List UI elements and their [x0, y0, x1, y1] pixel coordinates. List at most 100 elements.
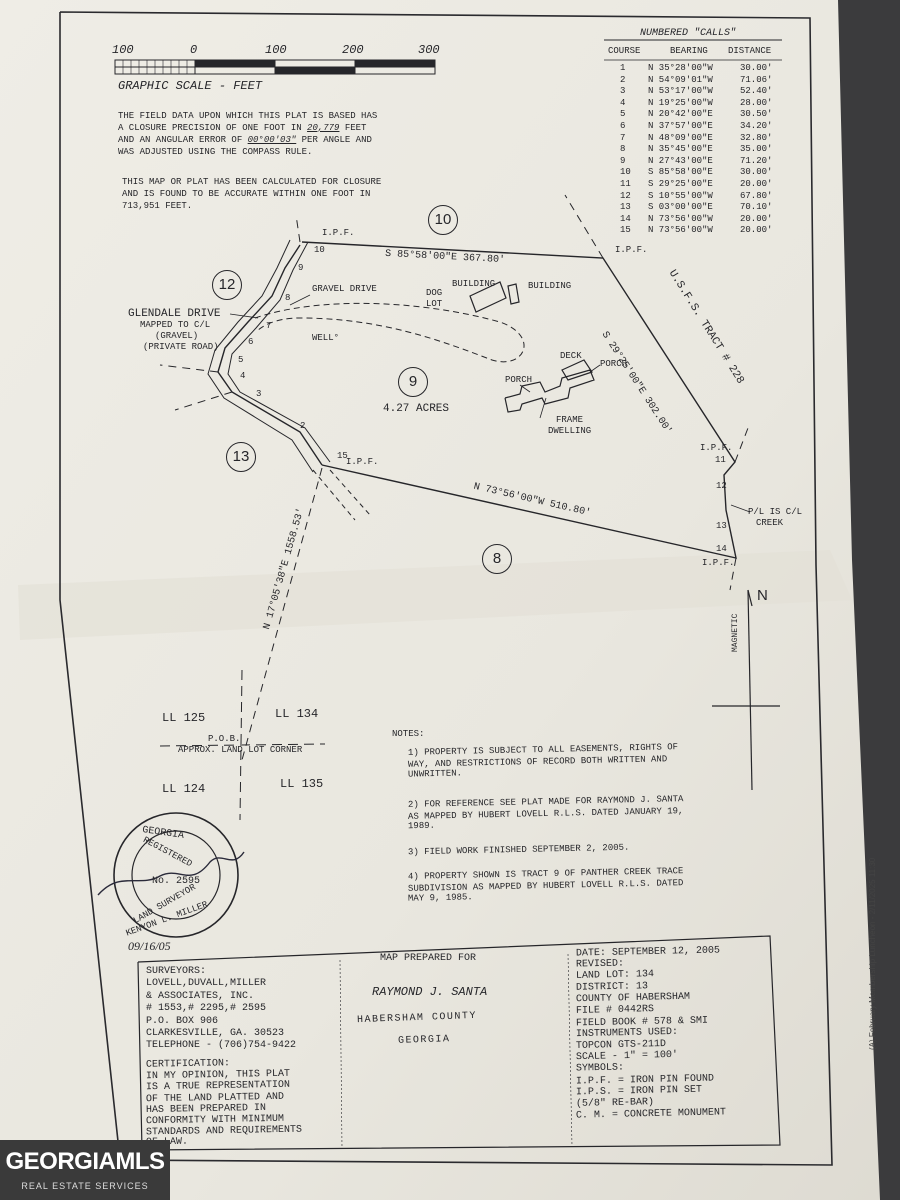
calls-distance-12: 67.80'	[740, 190, 773, 201]
calls-header-bearing: BEARING	[670, 46, 708, 56]
course-10-label: 10	[314, 245, 325, 255]
scale-tick-200: 200	[342, 43, 364, 57]
certification-line: CERTIFICATION:	[145, 1058, 231, 1071]
land-lot-corner-label: APPROX. LAND LOT CORNER	[178, 745, 303, 755]
ipf-label-e: I.P.F.	[700, 443, 733, 453]
dog-lot-label: DOG	[426, 288, 443, 298]
glendale-road	[207, 239, 371, 521]
calls-distance-10: 30.00'	[740, 167, 773, 178]
calls-course-10: 10	[620, 167, 631, 178]
calls-course-5: 5	[620, 109, 626, 120]
calls-course-7: 7	[620, 132, 626, 143]
calls-bearing-15: N 73°56'00"W	[648, 225, 713, 236]
gravel-drive-label: GRAVEL DRIVE	[312, 284, 377, 294]
side-margin-text: (A) February Membership Luncheon - 2/11/…	[868, 857, 877, 1050]
calls-bearing-6: N 37°57'00"E	[648, 121, 713, 131]
ipf-label-nw: I.P.F.	[322, 228, 355, 238]
signature	[97, 851, 245, 896]
creek-label: CREEK	[756, 518, 784, 528]
ll-134-label: LL 134	[275, 707, 319, 721]
closure-note-3b: PER ANGLE AND	[301, 135, 372, 145]
course-2-label: 2	[300, 421, 306, 431]
closure-note-3a: AND AN ANGULAR ERROR OF	[118, 135, 243, 145]
tract-12-circle: 12	[212, 270, 242, 300]
calls-course-9: 9	[620, 155, 626, 166]
calls-distance-8: 35.00'	[740, 144, 773, 155]
calls-bearing-14: N 73°56'00"W	[648, 213, 713, 224]
map-note-3: 713,951 FEET.	[122, 201, 193, 211]
course-9-label: 9	[298, 263, 304, 273]
glendale-drive-label: GLENDALE DRIVE	[128, 308, 221, 320]
frame-label: FRAME	[556, 415, 584, 425]
course-5-label: 5	[238, 355, 244, 365]
calls-course-3: 3	[620, 86, 626, 97]
dog-lot-label-2: LOT	[426, 299, 443, 309]
detail-line: FILE # 0442RS	[575, 1004, 655, 1017]
land-lot-lines	[159, 669, 326, 821]
porch-label-2: PORCH	[505, 375, 533, 385]
course-12-label: 12	[716, 481, 727, 491]
glendale-private: (PRIVATE ROAD)	[143, 342, 219, 352]
surveyor-seal	[113, 812, 239, 938]
calls-bearing-13: S 03°00'00"E	[648, 202, 713, 213]
calls-bearing-3: N 53°17'00"W	[648, 86, 713, 97]
calls-bearing-1: N 35°28'00"W	[648, 63, 713, 73]
surveyor-line: P.O. BOX 906	[146, 1015, 219, 1027]
closure-note-4: WAS ADJUSTED USING THE COMPASS RULE.	[118, 147, 313, 157]
porch-label-1: PORCH	[600, 359, 628, 369]
gravel-drive-path	[254, 302, 525, 363]
closure-note-2a: A CLOSURE PRECISION OF ONE FOOT IN	[118, 123, 302, 133]
calls-distance-1: 30.00'	[740, 63, 773, 73]
building-label-1: BUILDING	[452, 279, 496, 289]
tract-10-circle: 10	[428, 205, 458, 235]
ipf-label-se: I.P.F.	[702, 558, 735, 568]
mls-watermark-name: GEORGIAMLS	[5, 1148, 165, 1175]
mls-watermark-bg	[0, 1140, 170, 1200]
scale-tick-100b: 100	[265, 43, 287, 57]
scale-label: GRAPHIC SCALE - FEET	[118, 79, 263, 93]
buildings	[469, 281, 595, 413]
detail-line: SYMBOLS:	[575, 1062, 625, 1075]
calls-course-6: 6	[620, 121, 626, 131]
client-name: RAYMOND J. SANTA	[372, 985, 488, 999]
title-block-frame	[137, 935, 781, 1151]
calls-distance-5: 30.50'	[740, 109, 773, 120]
well-label: WELL°	[312, 333, 340, 343]
calls-distance-3: 52.40'	[740, 86, 773, 97]
pl-creek-label: P/L IS C/L	[748, 507, 803, 517]
closure-note-2b: FEET	[344, 123, 367, 133]
calls-course-12: 12	[620, 190, 631, 201]
course-14-label: 14	[716, 544, 727, 554]
surveyor-line: LOVELL,DUVALL,MILLER	[146, 978, 267, 990]
tract-9-circle: 9	[398, 367, 428, 397]
state-name: GEORGIA	[397, 1034, 451, 1047]
map-prepared-for: MAP PREPARED FOR	[380, 953, 477, 964]
angular-error-value: 00°00'03"	[247, 135, 297, 145]
calls-distance-11: 20.00'	[740, 179, 773, 189]
ipf-label-sw: I.P.F.	[346, 457, 379, 467]
scale-tick-100a: 100	[112, 43, 134, 57]
course-6-label: 6	[248, 337, 254, 347]
course-15-label: 15	[337, 451, 348, 461]
calls-course-15: 15	[620, 225, 631, 236]
detail-line: REVISED:	[575, 958, 625, 971]
map-note-2: AND IS FOUND TO BE ACCURATE WITHIN ONE F…	[122, 189, 371, 199]
pob-label: P.O.B.	[208, 734, 241, 744]
signature-date: 09/16/05	[128, 939, 171, 953]
magnetic-label: MAGNETIC	[731, 613, 740, 652]
north-arrow	[712, 589, 780, 791]
calls-header-distance: DISTANCE	[728, 46, 772, 56]
calls-header-course: COURSE	[608, 46, 641, 56]
surveyor-line: TELEPHONE - (706)754-9422	[146, 1040, 297, 1052]
detail-line: DISTRICT: 13	[575, 981, 649, 994]
calls-bearing-12: S 10°55'00"W	[648, 190, 713, 201]
course-7-label: 7	[266, 321, 272, 331]
closure-note-1: THE FIELD DATA UPON WHICH THIS PLAT IS B…	[118, 111, 378, 121]
ipf-label-ne: I.P.F.	[615, 245, 648, 255]
calls-course-2: 2	[620, 74, 626, 85]
north-label: N	[757, 587, 768, 604]
calls-distance-2: 71.06'	[740, 74, 773, 85]
ll-135-label: LL 135	[280, 777, 324, 791]
calls-bearing-7: N 48°09'00"E	[648, 132, 713, 143]
